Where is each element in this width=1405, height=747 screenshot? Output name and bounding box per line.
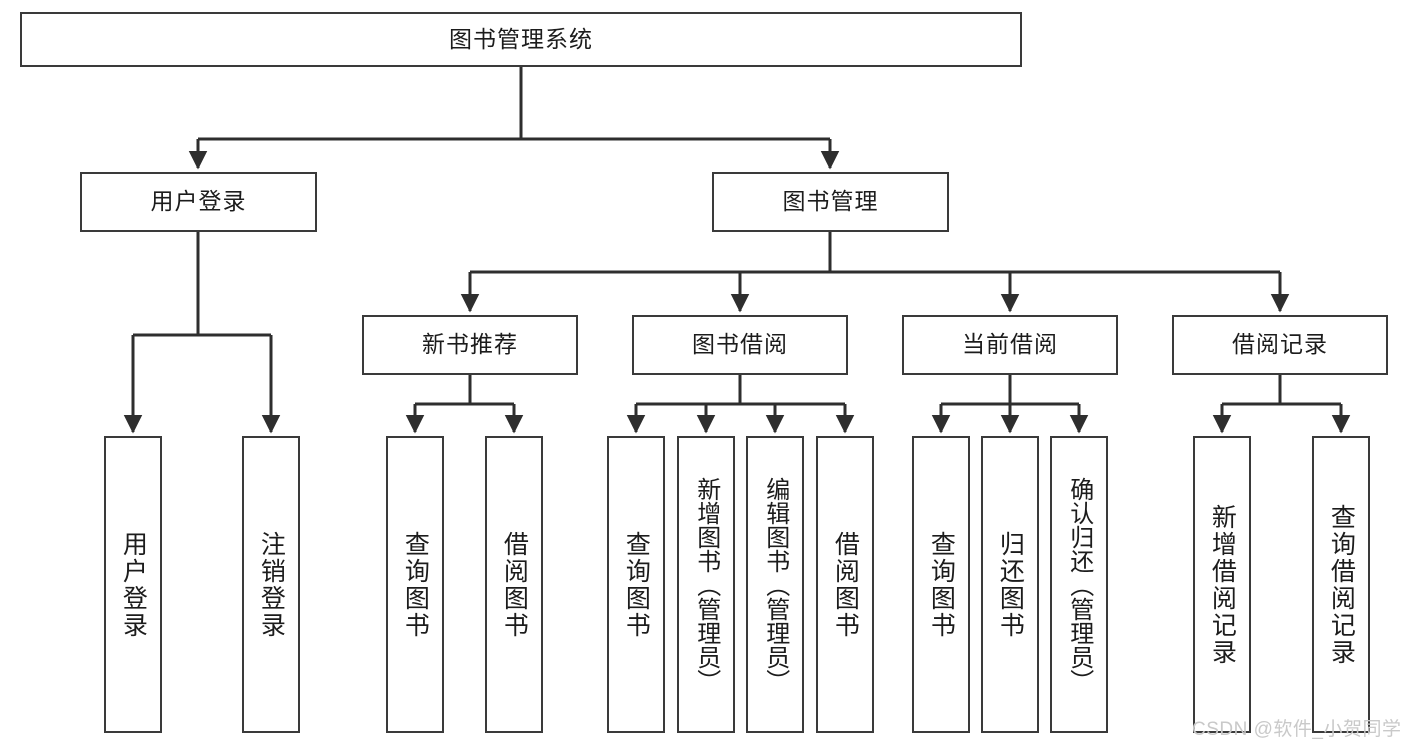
- leaf-return-book[interactable]: 归还图书: [981, 436, 1039, 733]
- node-book-borrow[interactable]: 图书借阅: [632, 315, 848, 375]
- leaf-add-record[interactable]: 新增借阅记录: [1193, 436, 1251, 733]
- leaf-borrow-book-1[interactable]: 借阅图书: [485, 436, 543, 733]
- leaf-borrow-book-2[interactable]: 借阅图书: [816, 436, 874, 733]
- node-book-management[interactable]: 图书管理: [712, 172, 949, 232]
- leaf-query-book-3[interactable]: 查询图书: [912, 436, 970, 733]
- node-borrow-record[interactable]: 借阅记录: [1172, 315, 1388, 375]
- leaf-edit-book[interactable]: 编辑图书（管理员）: [746, 436, 804, 733]
- leaf-query-book-2[interactable]: 查询图书: [607, 436, 665, 733]
- node-root[interactable]: 图书管理系统: [20, 12, 1022, 67]
- leaf-confirm-return[interactable]: 确认归还（管理员）: [1050, 436, 1108, 733]
- node-current-borrow[interactable]: 当前借阅: [902, 315, 1118, 375]
- leaf-add-book[interactable]: 新增图书（管理员）: [677, 436, 735, 733]
- leaf-query-record[interactable]: 查询借阅记录: [1312, 436, 1370, 733]
- node-user-login[interactable]: 用户登录: [80, 172, 317, 232]
- leaf-user-login[interactable]: 用户登录: [104, 436, 162, 733]
- csdn-watermark: CSDN @软件_小贺同学: [1192, 719, 1402, 740]
- leaf-query-book-1[interactable]: 查询图书: [386, 436, 444, 733]
- leaf-logout-login[interactable]: 注销登录: [242, 436, 300, 733]
- node-new-book-recommend[interactable]: 新书推荐: [362, 315, 578, 375]
